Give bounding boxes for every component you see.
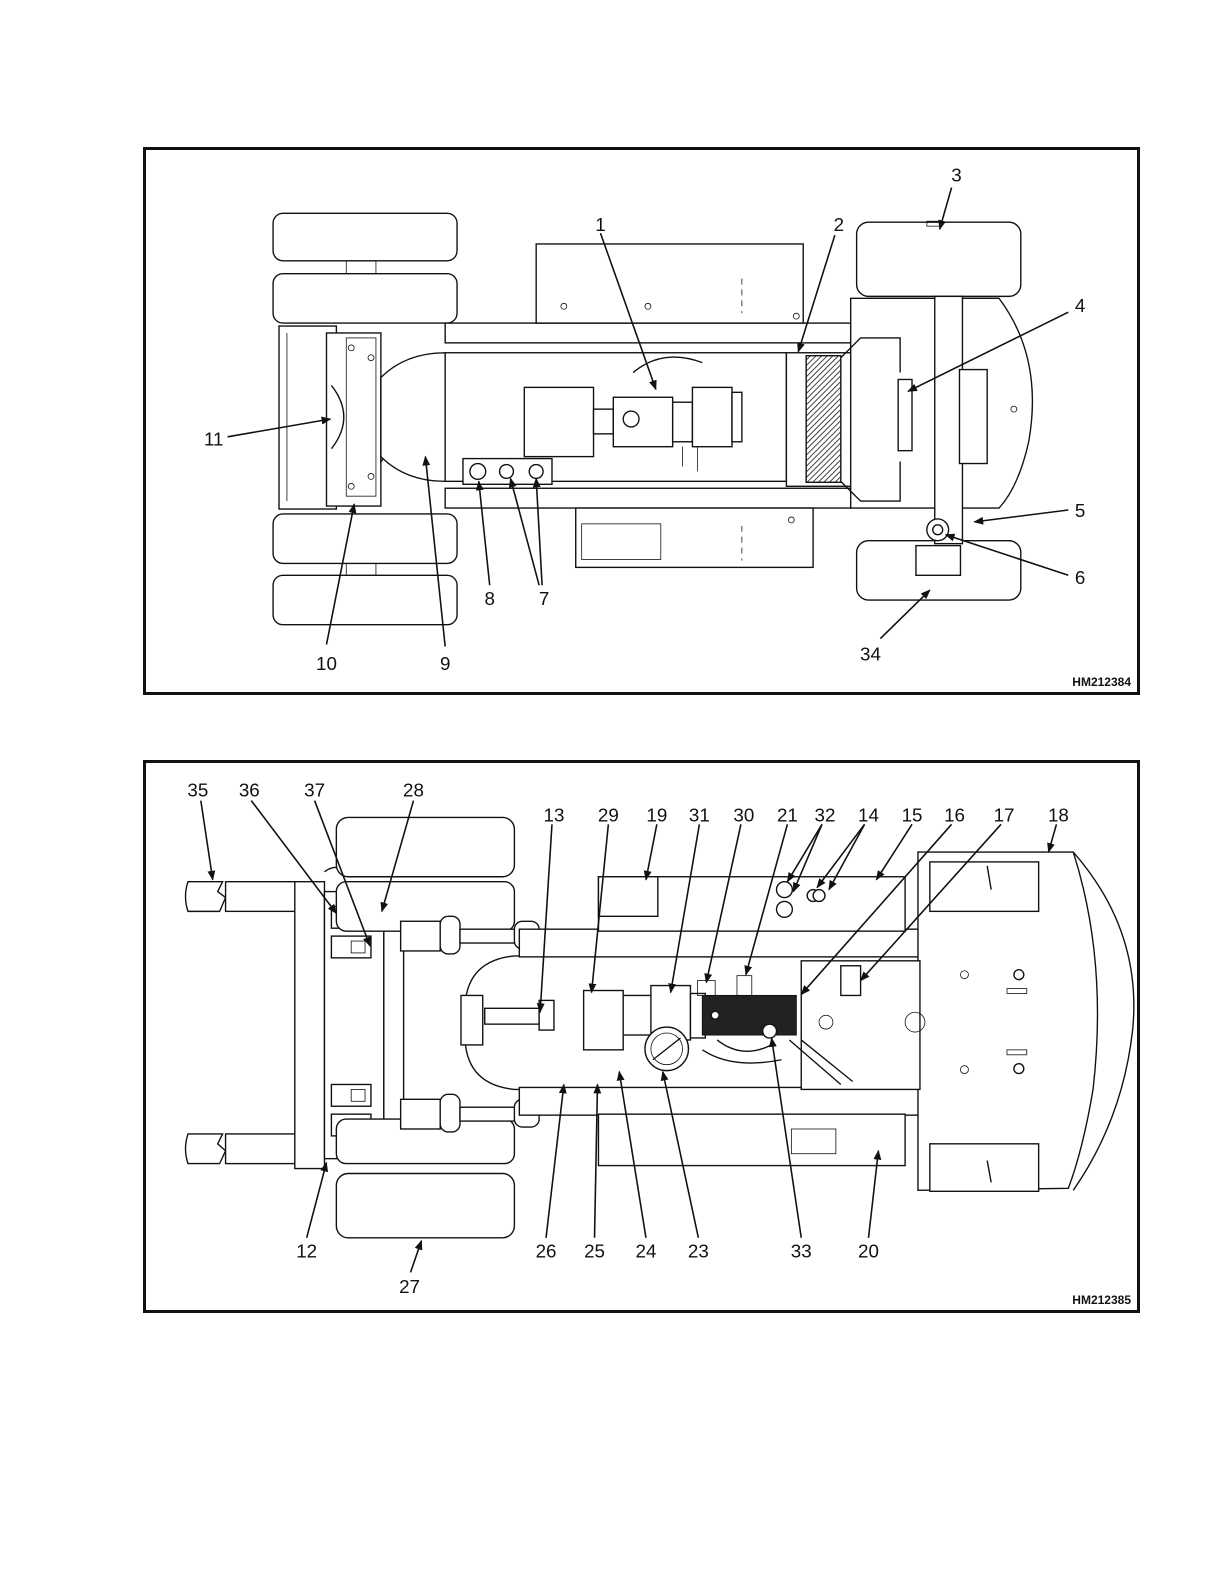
callout-label: 30 [733,804,754,825]
callout-label: 35 [187,780,208,801]
callout-label: 37 [304,780,325,801]
callout-label: 26 [536,1241,557,1262]
callout-label: 21 [777,804,798,825]
figure-id: HM212384 [1072,675,1131,689]
callout-label: 36 [239,780,260,801]
radiator-grille [806,356,841,483]
callout-label: 23 [688,1241,709,1262]
filter-canisters [463,459,552,485]
bottom-diagram-panel: 35 36 37 28 13 29 19 31 30 21 32 14 15 1… [143,760,1140,1313]
callout-label: 25 [584,1241,605,1262]
callout-label: 20 [858,1241,879,1262]
callout-label: 18 [1048,804,1069,825]
callout-label: 6 [1075,567,1085,588]
callout-label: 12 [296,1241,317,1262]
callout-label: 28 [403,780,424,801]
figure-id: HM212385 [1072,1293,1131,1307]
callout-label: 27 [399,1276,420,1297]
engine-compartment [789,961,925,1090]
callout-label: 34 [860,643,881,664]
callout-label: 31 [689,804,710,825]
chassis-top-view-drawing: 1 2 3 4 5 6 7 8 9 10 11 34 [146,150,1137,692]
callout-label: 1 [595,214,605,235]
callout-label: 19 [646,804,667,825]
callout-label: 10 [316,653,337,674]
drive-axle-assembly [279,326,396,509]
callout-label: 11 [204,429,224,450]
callout-label: 7 [539,588,549,609]
forks [186,882,297,1164]
callout-label: 17 [994,804,1015,825]
callout-label: 13 [544,804,565,825]
callout-label: 5 [1075,500,1085,521]
callout-label: 8 [484,588,494,609]
callout-label: 29 [598,804,619,825]
callout-label: 2 [834,214,844,235]
callout-label: 4 [1075,295,1085,316]
callout-label: 32 [815,804,836,825]
callout-label: 3 [951,165,961,186]
callout-label: 16 [944,804,965,825]
callout-label: 14 [858,804,879,825]
steer-axle-assembly [841,221,1033,600]
counterweight [918,852,1134,1191]
callout-label: 33 [791,1241,812,1262]
chassis-bottom-view-drawing: 35 36 37 28 13 29 19 31 30 21 32 14 15 1… [146,763,1137,1310]
callout-label: 9 [440,653,450,674]
callout-label: 24 [636,1241,657,1262]
top-diagram-panel: 1 2 3 4 5 6 7 8 9 10 11 34 HM212384 [143,147,1140,695]
callout-label: 15 [902,804,923,825]
